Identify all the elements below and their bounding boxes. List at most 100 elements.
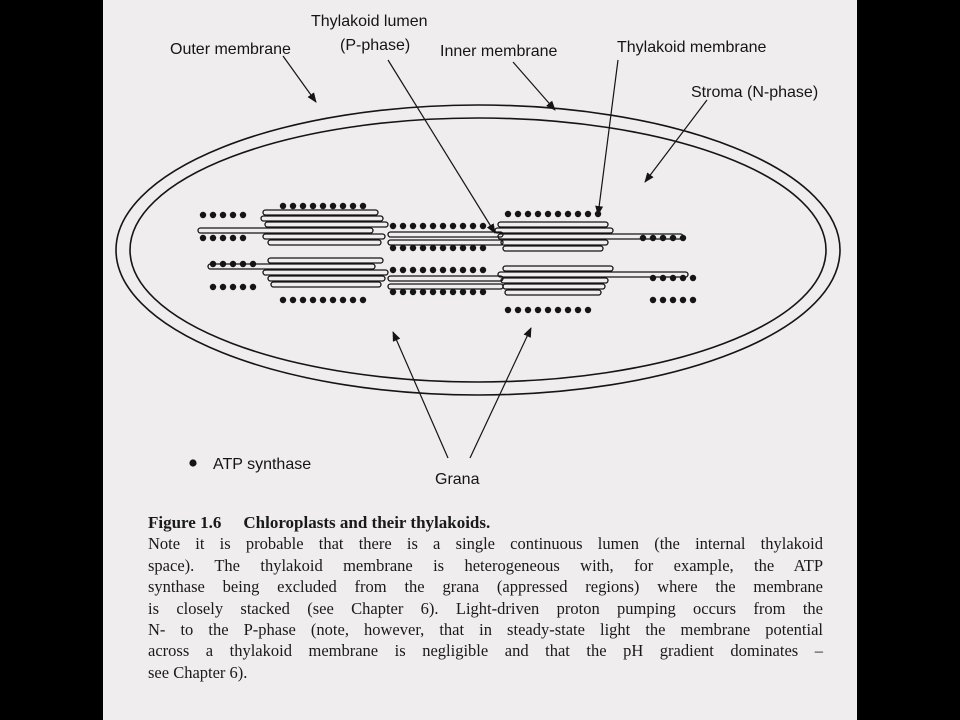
atp-synthase-dot	[659, 274, 667, 282]
atp-synthase-dot	[459, 222, 467, 230]
thylakoid-disc	[387, 231, 504, 238]
thylakoid-stacks	[197, 209, 689, 296]
thylakoid-disc	[502, 265, 614, 272]
thylakoid-disc	[264, 221, 389, 228]
thylakoid-disc	[197, 227, 374, 234]
leader-lines	[282, 55, 708, 459]
atp-synthase-dot	[584, 306, 592, 314]
thylakoid-membrane-label: Thylakoid membrane	[617, 39, 767, 56]
atp-synthase-dot	[689, 296, 697, 304]
atp-synthase-dot	[564, 306, 572, 314]
book-page: Outer membrane Thylakoid lumen (P-phase)…	[103, 0, 857, 720]
atp-synthase-dot	[389, 244, 397, 252]
atp-synthase-dots	[199, 202, 697, 314]
chloroplast-diagram: Outer membrane Thylakoid lumen (P-phase)…	[115, 13, 841, 488]
caption-line: synthase being excluded from the grana (…	[148, 577, 823, 597]
inner-membrane-shape	[129, 117, 827, 383]
atp-synthase-dot	[459, 266, 467, 274]
caption-line: is closely stacked (see Chapter 6). Ligh…	[148, 598, 823, 618]
outer-membrane-shape	[115, 104, 841, 396]
atp-synthase-dot	[209, 234, 217, 242]
atp-synthase-dot	[439, 222, 447, 230]
atp-synthase-dot	[479, 222, 487, 230]
thylakoid-disc	[500, 239, 609, 246]
atp-synthase-dot	[649, 296, 657, 304]
atp-synthase-dot	[534, 306, 542, 314]
atp-synthase-dot	[209, 211, 217, 219]
atp-synthase-dot	[504, 306, 512, 314]
atp-synthase-dot	[219, 234, 227, 242]
stroma-label: Stroma (N-phase)	[691, 84, 818, 101]
atp-synthase-dot	[449, 266, 457, 274]
atp-synthase-dot	[399, 244, 407, 252]
atp-synthase-dot	[409, 222, 417, 230]
thylakoid-disc	[504, 289, 602, 296]
atp-synthase-dot	[649, 274, 657, 282]
atp-synthase-dot	[514, 306, 522, 314]
atp-synthase-dot	[429, 222, 437, 230]
atp-synthase-dot	[524, 306, 532, 314]
thylakoid-disc	[497, 221, 609, 228]
atp-synthase-dot	[399, 288, 407, 296]
atp-synthase-dot	[279, 296, 287, 304]
atp-synthase-dot	[409, 244, 417, 252]
caption-line: across a thylakoid membrane is negligibl…	[148, 641, 823, 661]
atp-synthase-dot	[229, 211, 237, 219]
thylakoid-disc	[207, 263, 376, 270]
atp-synthase-dot	[299, 296, 307, 304]
atp-synthase-dot	[289, 296, 297, 304]
atp-synthase-dot	[469, 222, 477, 230]
thylakoid-disc	[262, 209, 379, 216]
thylakoid-disc	[502, 283, 606, 290]
atp-synthase-dot	[219, 283, 227, 291]
atp-synthase-dot	[429, 266, 437, 274]
thylakoid-disc	[387, 283, 504, 290]
atp-synthase-dot	[399, 266, 407, 274]
caption-line: Note it is probable that there is a sing…	[148, 534, 823, 554]
atp-synthase-dot	[419, 222, 427, 230]
figure-title: Chloroplasts and their thylakoids.	[243, 513, 491, 532]
atp-synthase-dot	[439, 266, 447, 274]
grana-label: Grana	[435, 471, 480, 488]
thylakoid-lumen-label: Thylakoid lumen	[311, 13, 428, 30]
atp-synthase-dot	[419, 266, 427, 274]
atp-synthase-dot	[359, 296, 367, 304]
thylakoid-disc	[500, 277, 609, 284]
atp-synthase-dot	[299, 202, 307, 210]
atp-synthase-dot	[359, 202, 367, 210]
thylakoid-disc	[270, 281, 382, 288]
atp-synthase-dot	[239, 211, 247, 219]
thylakoid-disc	[262, 233, 386, 240]
atp-synthase-dot	[419, 244, 427, 252]
atp-synthase-dot	[449, 244, 457, 252]
atp-synthase-dot	[544, 210, 552, 218]
atp-synthase-dot	[329, 202, 337, 210]
atp-synthase-dot	[349, 202, 357, 210]
atp-synthase-dot	[554, 306, 562, 314]
atp-synthase-dot	[249, 260, 257, 268]
inner-membrane-label: Inner membrane	[440, 43, 557, 60]
atp-synthase-dot	[544, 306, 552, 314]
atp-synthase-dot	[319, 296, 327, 304]
p-phase-label: (P-phase)	[340, 37, 410, 54]
atp-synthase-dot	[459, 244, 467, 252]
atp-synthase-dot	[639, 234, 647, 242]
outer-membrane-label: Outer membrane	[170, 41, 291, 58]
thylakoid-disc	[267, 239, 382, 246]
atp-synthase-dot	[689, 274, 697, 282]
atp-synthase-dot	[459, 288, 467, 296]
atp-synthase-dot	[429, 244, 437, 252]
atp-synthase-dot	[669, 234, 677, 242]
atp-synthase-dot	[479, 266, 487, 274]
atp-synthase-dot	[199, 234, 207, 242]
atp-synthase-dot	[329, 296, 337, 304]
atp-synthase-dot	[429, 288, 437, 296]
atp-synthase-dot	[504, 210, 512, 218]
caption-line: see Chapter 6).	[148, 662, 248, 682]
atp-synthase-dot	[409, 266, 417, 274]
atp-synthase-dot	[389, 222, 397, 230]
atp-synthase-dot	[239, 234, 247, 242]
thylakoid-disc	[387, 275, 504, 282]
thylakoid-disc	[387, 239, 504, 246]
